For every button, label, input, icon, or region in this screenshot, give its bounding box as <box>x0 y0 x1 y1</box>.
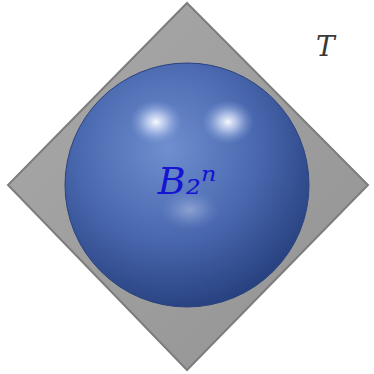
diamond-outline <box>8 3 368 370</box>
highlight <box>202 100 254 144</box>
set-label: T <box>316 30 335 63</box>
highlight <box>130 100 182 144</box>
sphere-body <box>65 63 309 307</box>
sphere-region: B₂ⁿ <box>64 62 310 308</box>
ball-label: B₂ⁿ <box>158 159 217 203</box>
